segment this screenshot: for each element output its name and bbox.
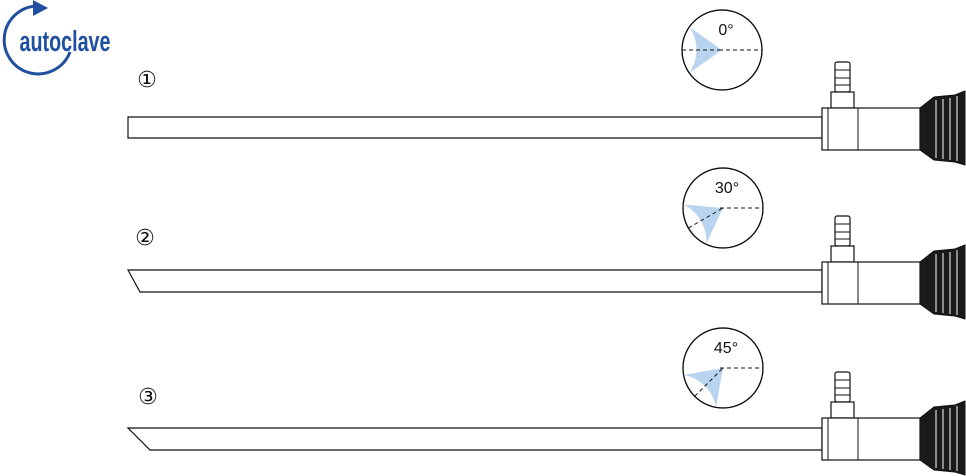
scope-shaft [127, 116, 823, 139]
scope-handle [821, 417, 921, 461]
scope-number: ① [137, 68, 157, 93]
scope-handle [821, 261, 921, 305]
circular-arrow-icon [2, 0, 72, 76]
autoclave-logo: autoclave [2, 0, 111, 76]
scope-shaft [126, 269, 823, 293]
scope-shaft [126, 427, 823, 451]
eyepiece [919, 400, 966, 476]
angle-label: 30° [715, 180, 739, 197]
angle-label: 45° [714, 340, 738, 357]
scope-number: ② [135, 226, 155, 251]
eyepiece [919, 90, 966, 166]
scope-30-degree: ② 30° [126, 167, 966, 320]
viewing-angle-circle: 45° [682, 327, 764, 409]
scope-45-degree: ③ 45° [126, 327, 966, 476]
light-post-connector [830, 371, 855, 419]
logo-text: autoclave [20, 26, 111, 58]
light-post-connector [830, 215, 855, 263]
view-cone [683, 204, 723, 245]
eyepiece [919, 244, 966, 320]
viewing-angle-circle: 30° [682, 167, 764, 249]
light-post-connector [830, 61, 855, 109]
viewing-angle-circle: 0° [681, 9, 763, 91]
view-cone [683, 368, 723, 408]
scope-handle [821, 107, 921, 151]
angle-label: 0° [718, 22, 733, 39]
scope-number: ③ [138, 385, 158, 410]
scope-0-degree: ① 0° [127, 9, 966, 166]
